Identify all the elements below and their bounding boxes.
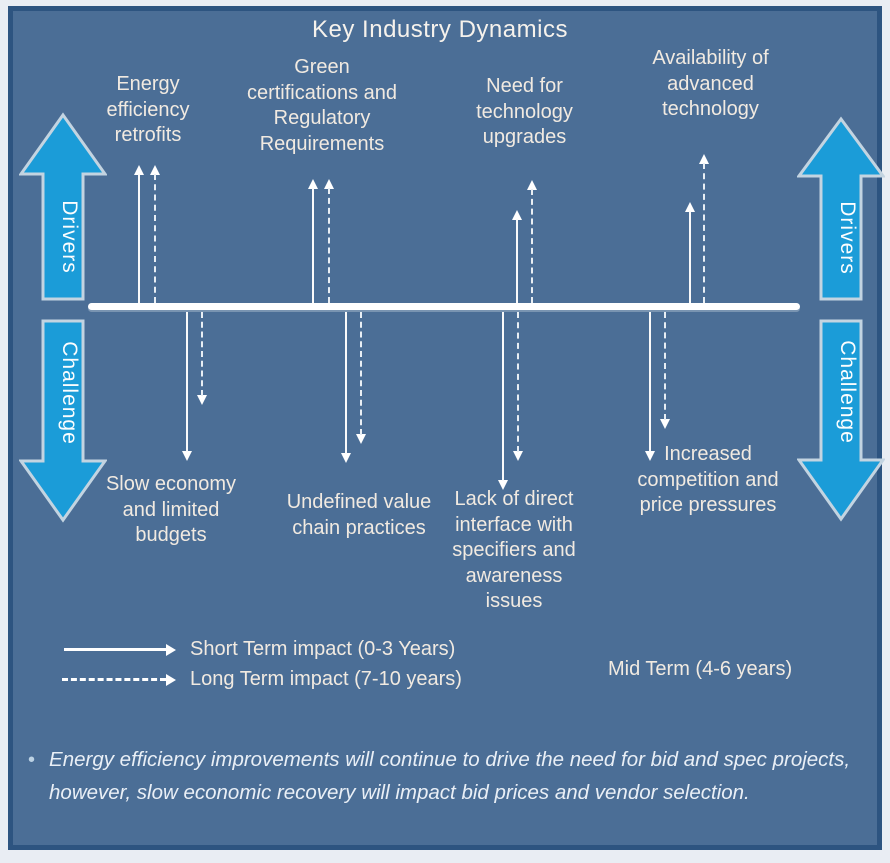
short-term-down-arrow (644, 312, 656, 461)
challenge-down-arrow-left: Challenge (19, 318, 107, 523)
short-term-down-arrow (340, 312, 352, 463)
challenge-label-lack-of-interface: Lack of direct interface with specifiers… (452, 488, 576, 613)
drivers-label: Drivers (836, 201, 859, 275)
short-term-up-arrow (511, 210, 523, 303)
legend-short-term-arrow (64, 648, 166, 651)
challenge-label-increased-competition: Increased competition and price pressure… (637, 443, 779, 517)
diagram-panel (8, 6, 882, 850)
legend-long-term-label: Long Term impact (7-10 years) (190, 668, 462, 690)
drivers-up-arrow-right: Drivers (797, 116, 885, 302)
long-term-down-arrow (196, 312, 208, 405)
legend-long-term-arrow (62, 678, 166, 681)
legend-long-term-arrowhead (166, 674, 176, 686)
short-term-down-arrow (497, 312, 509, 490)
long-term-up-arrow (698, 154, 710, 303)
challenge-label-slow-economy: Slow economy and limited budgets (105, 473, 237, 547)
footnote: • Energy efficiency improvements will co… (28, 744, 860, 810)
long-term-up-arrow (149, 165, 161, 303)
long-term-down-arrow (659, 312, 671, 429)
driver-label-energy-efficiency: Energy efficiency retrofits (106, 73, 190, 147)
footnote-text: Energy efficiency improvements will cont… (49, 748, 851, 804)
legend-short-term-label: Short Term impact (0-3 Years) (190, 638, 456, 660)
bullet-icon: • (28, 749, 36, 771)
long-term-up-arrow (526, 180, 538, 303)
driver-label-advanced-technology: Availability of advanced technology (652, 47, 769, 121)
drivers-label: Drivers (58, 200, 81, 274)
diagram-title: Key Industry Dynamics (312, 16, 568, 43)
drivers-up-arrow-left: Drivers (19, 112, 107, 302)
short-term-up-arrow (307, 179, 319, 303)
challenge-label: Challenge (58, 341, 81, 445)
short-term-up-arrow (133, 165, 145, 303)
long-term-down-arrow (355, 312, 367, 444)
challenge-label: Challenge (836, 340, 859, 444)
short-term-up-arrow (684, 202, 696, 303)
challenge-label-value-chain: Undefined value chain practices (286, 491, 432, 539)
diagram-axis (88, 303, 800, 310)
long-term-up-arrow (323, 179, 335, 303)
legend-mid-term-label: Mid Term (4-6 years) (608, 658, 793, 680)
driver-label-technology-upgrades: Need for technology upgrades (476, 75, 573, 149)
driver-label-green-certifications: Green certifications and Regulatory Requ… (246, 56, 398, 155)
legend-short-term-arrowhead (166, 644, 176, 656)
short-term-down-arrow (181, 312, 193, 461)
long-term-down-arrow (512, 312, 524, 461)
challenge-down-arrow-right: Challenge (797, 318, 885, 522)
